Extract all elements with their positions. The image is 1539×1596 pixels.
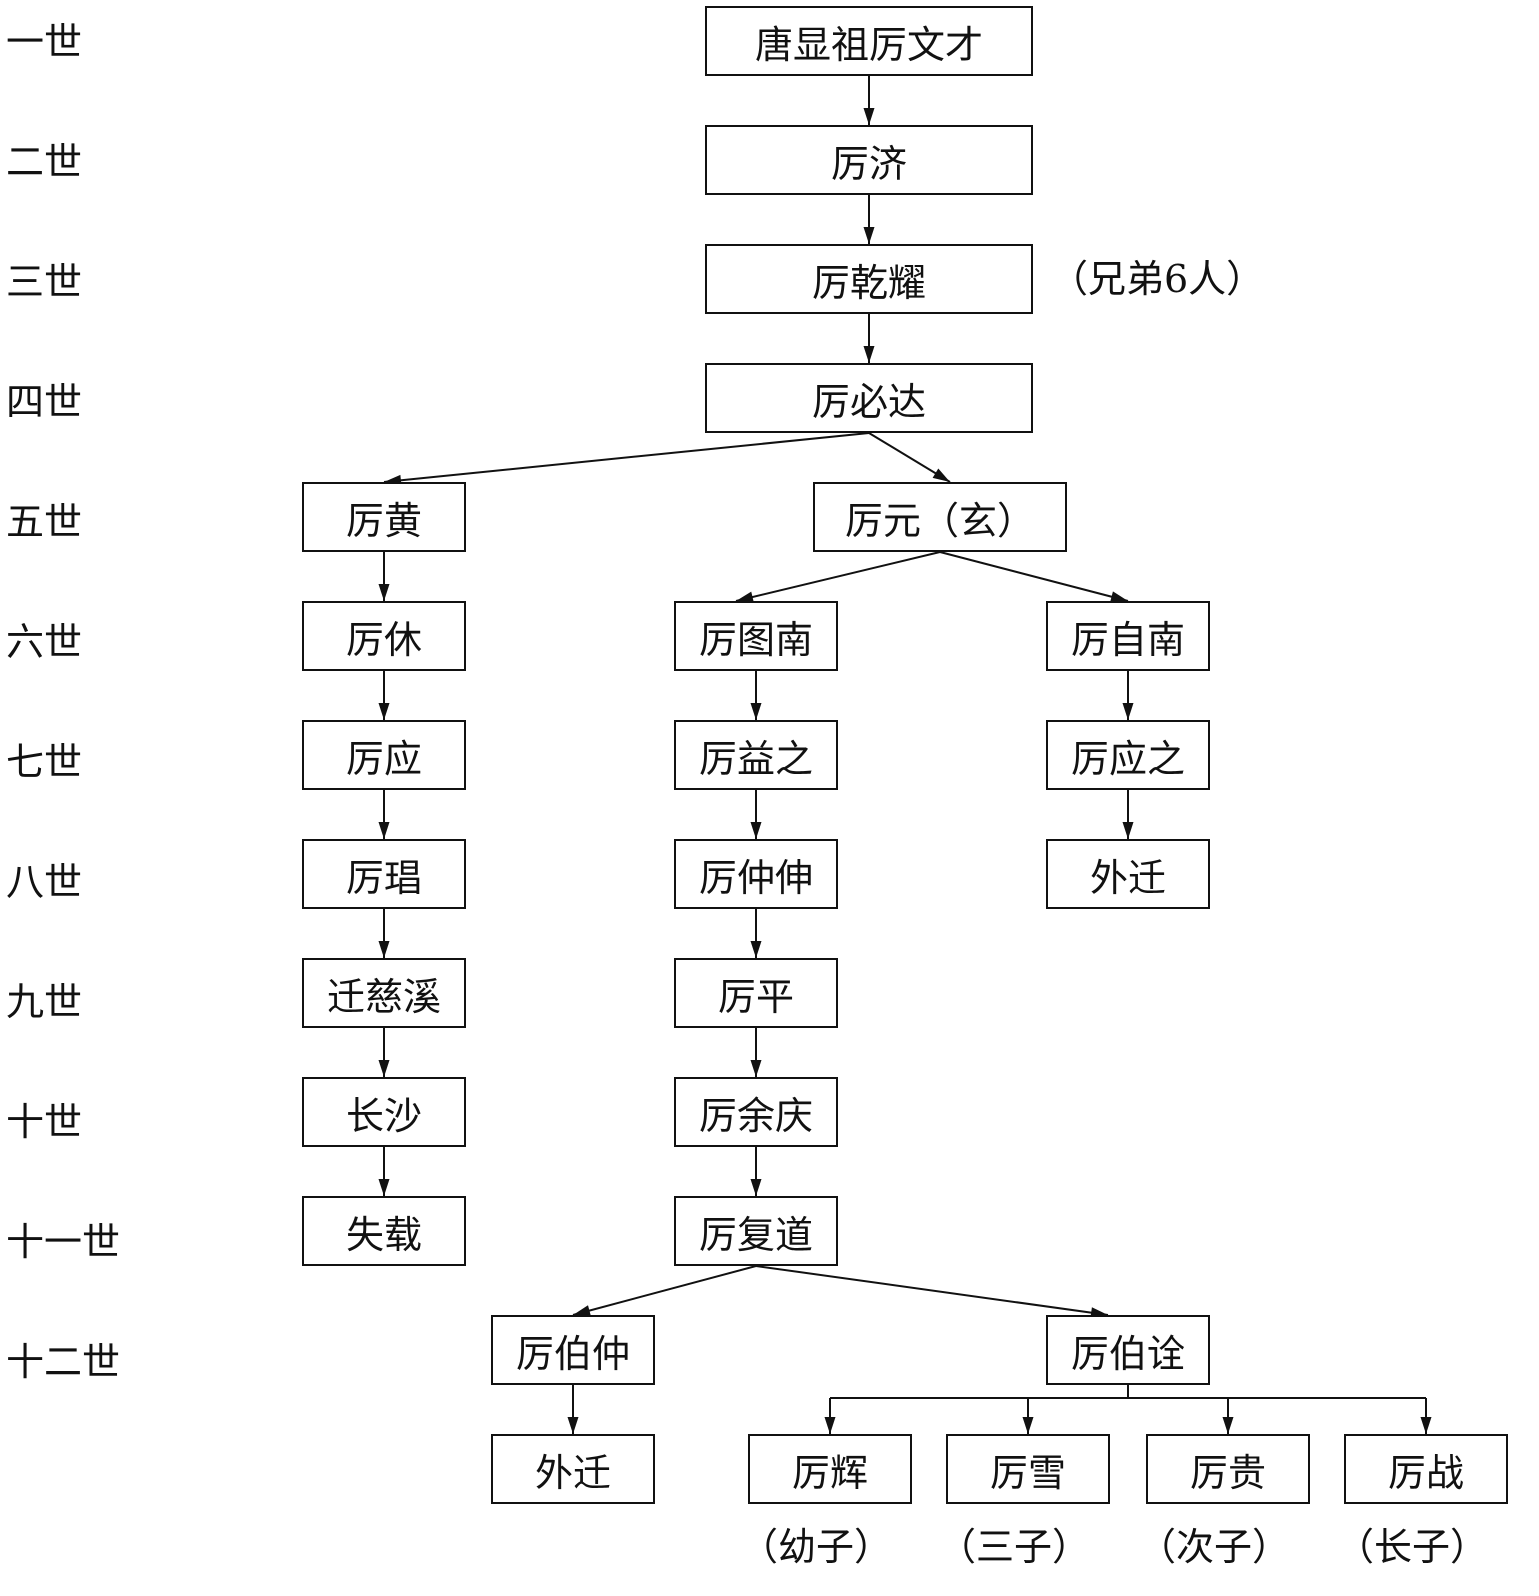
- generation-label: 八世: [6, 860, 83, 904]
- person-node: 厉休: [302, 601, 466, 671]
- arrowhead: [750, 703, 762, 720]
- person-node: 厉应之: [1046, 720, 1210, 790]
- arrowhead: [378, 703, 390, 720]
- person-node: 厉贵: [1146, 1434, 1310, 1504]
- arrowhead: [1022, 1417, 1034, 1434]
- arrowhead: [378, 584, 390, 601]
- person-node: 厉应: [302, 720, 466, 790]
- annotation-brothers: （兄弟6人）: [1050, 257, 1265, 301]
- annotation-birth-order: （长子）: [1336, 1525, 1489, 1569]
- arrowhead: [573, 1305, 591, 1316]
- person-node: 厉乾耀: [705, 244, 1033, 314]
- person-node: 厉济: [705, 125, 1033, 195]
- person-node: 迁慈溪: [302, 958, 466, 1028]
- person-node: 长沙: [302, 1077, 466, 1147]
- generation-label: 六世: [6, 620, 83, 664]
- arrowhead: [1122, 703, 1134, 720]
- generation-label: 二世: [6, 140, 83, 184]
- arrowhead: [863, 108, 875, 125]
- connector-line: [572, 1265, 757, 1316]
- annotation-birth-order: （次子）: [1138, 1525, 1291, 1569]
- connector-line: [735, 551, 941, 602]
- person-node: 厉自南: [1046, 601, 1210, 671]
- person-node: 厉益之: [674, 720, 838, 790]
- generation-label: 一世: [6, 20, 83, 64]
- arrowhead: [932, 468, 950, 482]
- annotation-birth-order: （三子）: [938, 1525, 1091, 1569]
- arrowhead: [378, 1179, 390, 1196]
- connector-line: [755, 1265, 1109, 1316]
- person-node: 唐显祖厉文才: [705, 6, 1033, 76]
- arrowhead: [736, 591, 754, 603]
- arrowhead: [378, 1060, 390, 1077]
- person-node: 厉伯仲: [491, 1315, 655, 1385]
- arrowhead: [1420, 1417, 1432, 1434]
- person-node: 厉战: [1344, 1434, 1508, 1504]
- person-node: 厉必达: [705, 363, 1033, 433]
- annotation-birth-order: （幼子）: [740, 1525, 893, 1569]
- generation-label: 十一世: [6, 1220, 121, 1264]
- person-node: 厉余庆: [674, 1077, 838, 1147]
- generation-label: 五世: [6, 500, 83, 544]
- person-node: 厉琩: [302, 839, 466, 909]
- arrowhead: [750, 822, 762, 839]
- arrowhead: [567, 1417, 579, 1434]
- arrowhead: [824, 1417, 836, 1434]
- generation-label: 三世: [6, 260, 83, 304]
- person-node: 厉图南: [674, 601, 838, 671]
- generation-label: 七世: [6, 740, 83, 784]
- generation-label: 十世: [6, 1100, 83, 1144]
- generation-label: 四世: [6, 380, 83, 424]
- arrowhead: [863, 346, 875, 363]
- person-node: 厉平: [674, 958, 838, 1028]
- arrowhead: [863, 227, 875, 244]
- person-node: 厉复道: [674, 1196, 838, 1266]
- person-node: 厉仲伸: [674, 839, 838, 909]
- arrowhead: [750, 1060, 762, 1077]
- connector-line: [939, 551, 1129, 602]
- arrowhead: [1122, 822, 1134, 839]
- person-node: 厉黄: [302, 482, 466, 552]
- person-node: 外迁: [1046, 839, 1210, 909]
- person-node: 外迁: [491, 1434, 655, 1504]
- arrowhead: [378, 941, 390, 958]
- person-node: 厉元（玄）: [813, 482, 1067, 552]
- arrowhead: [378, 822, 390, 839]
- person-node: 厉伯诠: [1046, 1315, 1210, 1385]
- arrowhead: [750, 1179, 762, 1196]
- generation-label: 九世: [6, 980, 83, 1024]
- person-node: 失载: [302, 1196, 466, 1266]
- arrowhead: [1110, 591, 1128, 603]
- person-node: 厉辉: [748, 1434, 912, 1504]
- arrowhead: [1222, 1417, 1234, 1434]
- arrowhead: [750, 941, 762, 958]
- person-node: 厉雪: [946, 1434, 1110, 1504]
- connector-line: [383, 432, 870, 483]
- generation-label: 十二世: [6, 1340, 121, 1384]
